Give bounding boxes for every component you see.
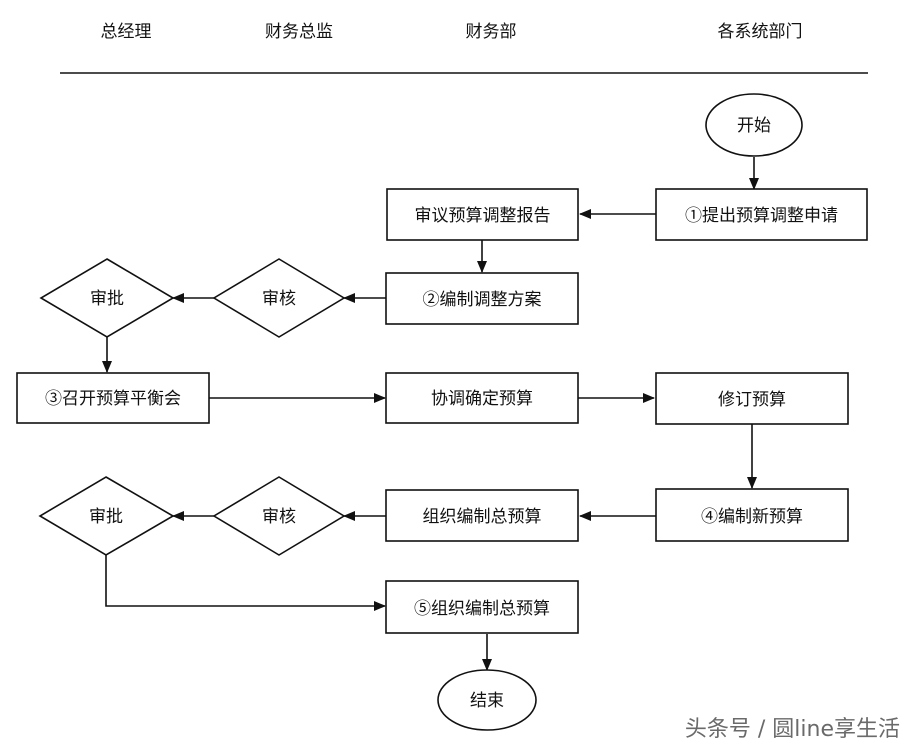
lane-headers: 总经理 财务总监 财务部 各系统部门	[101, 22, 803, 42]
lane-header-finance: 财务部	[466, 22, 517, 42]
apply-label: ①提出预算调整申请	[685, 206, 838, 226]
lane-header-cfo: 财务总监	[265, 22, 333, 42]
review-report-node: 审议预算调整报告	[386, 188, 579, 241]
lane-header-gm: 总经理	[101, 22, 152, 42]
org-total-node: 组织编制总预算	[385, 489, 579, 542]
approve2-diamond: 审批	[38, 476, 175, 556]
revise-label: 修订预算	[718, 390, 786, 410]
new-budget-label: ④编制新预算	[701, 507, 803, 527]
revise-node: 修订预算	[655, 372, 849, 425]
watermark-text: 头条号 / 圆line享生活	[685, 717, 900, 742]
start-label: 开始	[737, 116, 771, 136]
approve1-label: 审批	[90, 289, 124, 309]
compile-plan-node: ②编制调整方案	[385, 272, 579, 325]
edges	[102, 157, 759, 671]
check2-label: 审核	[262, 507, 296, 527]
apply-node: ①提出预算调整申请	[655, 188, 868, 241]
coordinate-node: 协调确定预算	[385, 372, 579, 424]
org-total-label: 组织编制总预算	[423, 507, 542, 527]
approve2-label: 审批	[89, 507, 123, 527]
meeting-label: ③召开预算平衡会	[45, 389, 181, 409]
check1-label: 审核	[262, 289, 296, 309]
check2-diamond: 审核	[212, 476, 346, 556]
lane-header-departments: 各系统部门	[718, 22, 803, 42]
compile-plan-label: ②编制调整方案	[423, 290, 542, 310]
review-report-label: 审议预算调整报告	[415, 206, 551, 226]
meeting-node: ③召开预算平衡会	[16, 372, 210, 424]
end-label: 结束	[470, 691, 504, 711]
end-node: 结束	[437, 669, 537, 731]
final-total-node: ⑤组织编制总预算	[385, 580, 579, 634]
final-total-label: ⑤组织编制总预算	[414, 599, 550, 619]
approve1-diamond: 审批	[39, 258, 175, 338]
check1-diamond: 审核	[212, 258, 346, 338]
edge-approve2-to-final	[105, 555, 386, 611]
coordinate-label: 协调确定预算	[431, 389, 533, 409]
new-budget-node: ④编制新预算	[655, 488, 849, 542]
start-node: 开始	[705, 93, 803, 157]
